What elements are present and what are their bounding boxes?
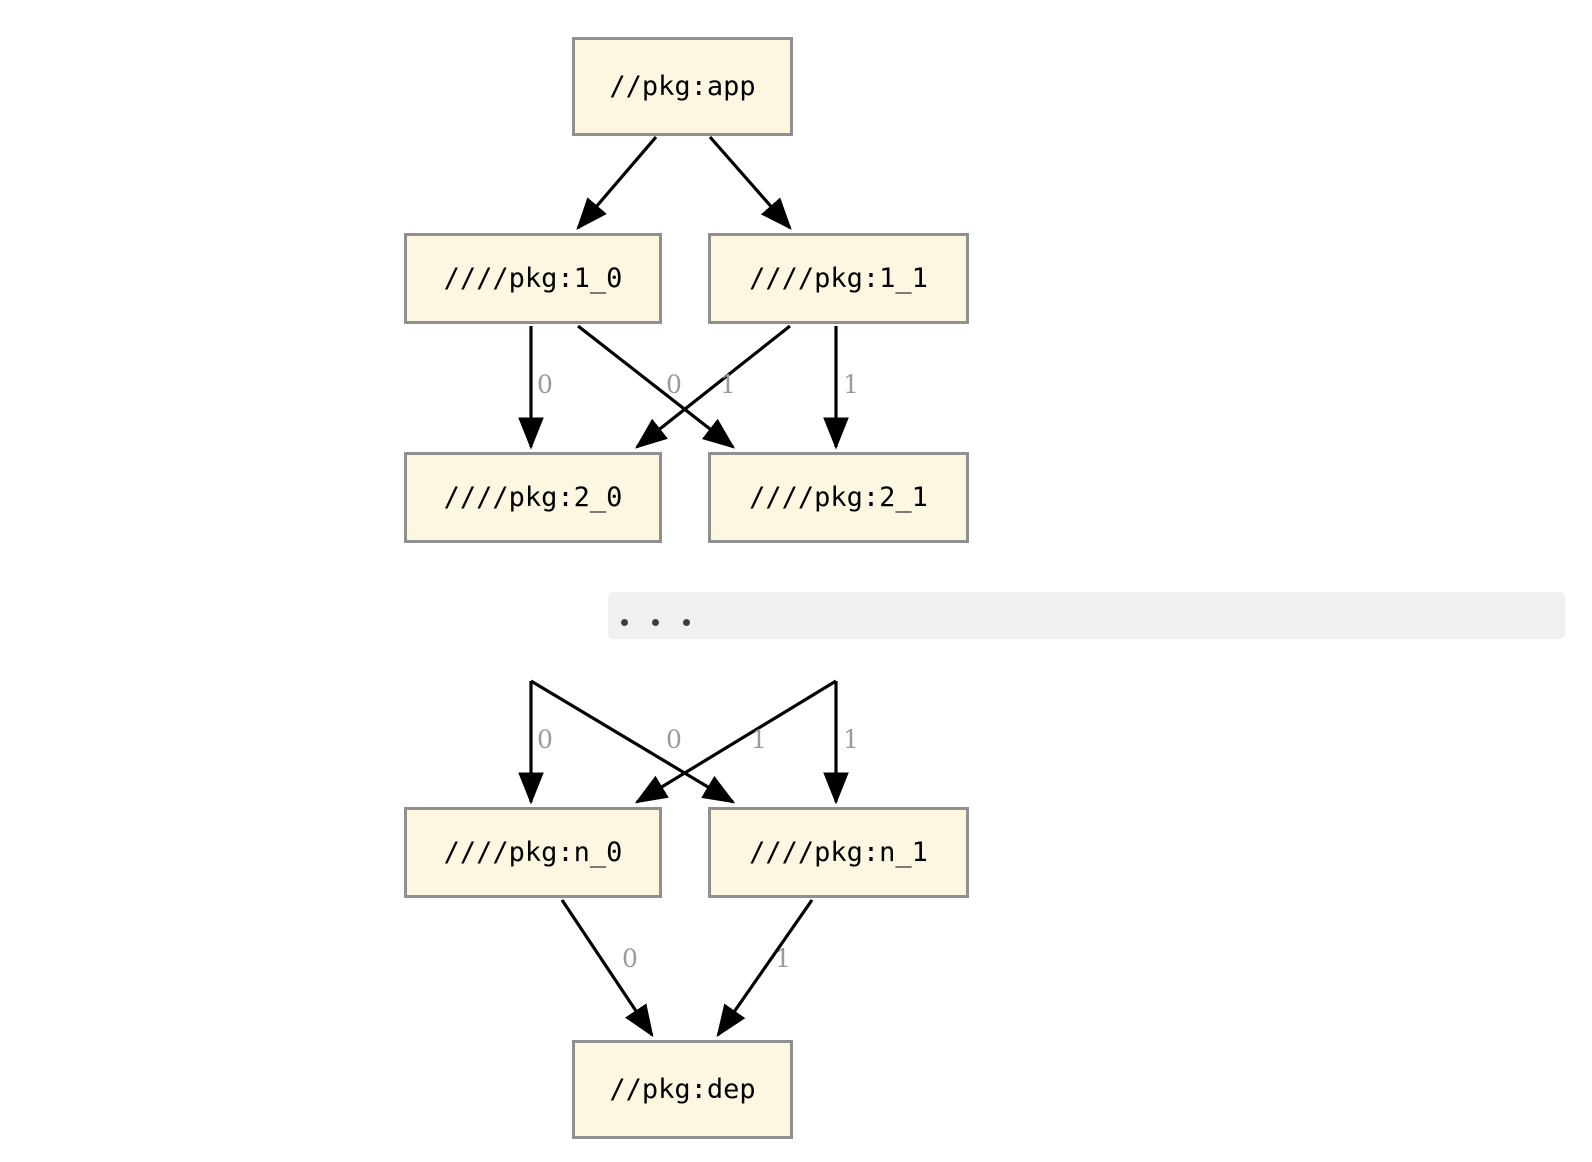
graph-node-n2_0[interactable]: ////pkg:2_0: [404, 452, 662, 543]
graph-node-n1_1[interactable]: ////pkg:1_1: [708, 233, 969, 324]
graph-node-label: ////pkg:2_0: [443, 482, 623, 513]
edge-label: 1: [751, 725, 767, 754]
ellipsis-dot: [621, 619, 628, 626]
edge-label: 1: [720, 370, 736, 399]
graph-node-n2_1[interactable]: ////pkg:2_1: [708, 452, 969, 543]
graph-edge-src-to-nn_0: [634, 679, 837, 804]
edge-label: 1: [843, 725, 859, 754]
edges-group: [518, 135, 849, 1038]
graph-edge-app-to-n1_1: [708, 135, 792, 230]
graph-node-nn_0[interactable]: ////pkg:n_0: [404, 807, 662, 898]
graph-edge-src-to-nn_1: [530, 679, 736, 804]
graph-edge-app-to-n1_0: [576, 135, 658, 230]
graph-node-n1_0[interactable]: ////pkg:1_0: [404, 233, 662, 324]
edge-label: 0: [666, 370, 682, 399]
ellipsis-dot: [652, 619, 659, 626]
graph-node-dep[interactable]: //pkg:dep: [572, 1040, 793, 1139]
edge-label: 0: [537, 725, 553, 754]
graph-node-label: ////pkg:n_0: [443, 837, 623, 868]
graph-edge-nn_1-to-dep: [716, 899, 814, 1038]
edge-label: 1: [843, 370, 859, 399]
graph-edge-n1_0-to-n2_1: [577, 324, 736, 449]
graph-node-label: //pkg:dep: [609, 1074, 756, 1105]
graph-node-label: ////pkg:2_1: [749, 482, 928, 513]
graph-node-label: //pkg:app: [609, 71, 756, 102]
edge-label: 0: [537, 370, 553, 399]
graph-node-app[interactable]: //pkg:app: [572, 37, 793, 136]
graph-edge-n1_1-to-n2_0: [634, 324, 791, 449]
ellipsis-dot: [683, 619, 690, 626]
ellipsis-separator-dots: [621, 619, 690, 626]
graph-node-label: ////pkg:1_1: [749, 263, 928, 294]
graph-edge-nn_0-to-dep: [560, 899, 654, 1038]
graph-node-nn_1[interactable]: ////pkg:n_1: [708, 807, 969, 898]
graph-node-label: ////pkg:1_0: [443, 263, 623, 294]
edge-label: 1: [775, 944, 791, 973]
ellipsis-separator-band: [608, 592, 1565, 639]
edge-label: 0: [666, 725, 682, 754]
edge-label: 0: [622, 944, 638, 973]
graph-node-label: ////pkg:n_1: [749, 837, 928, 868]
